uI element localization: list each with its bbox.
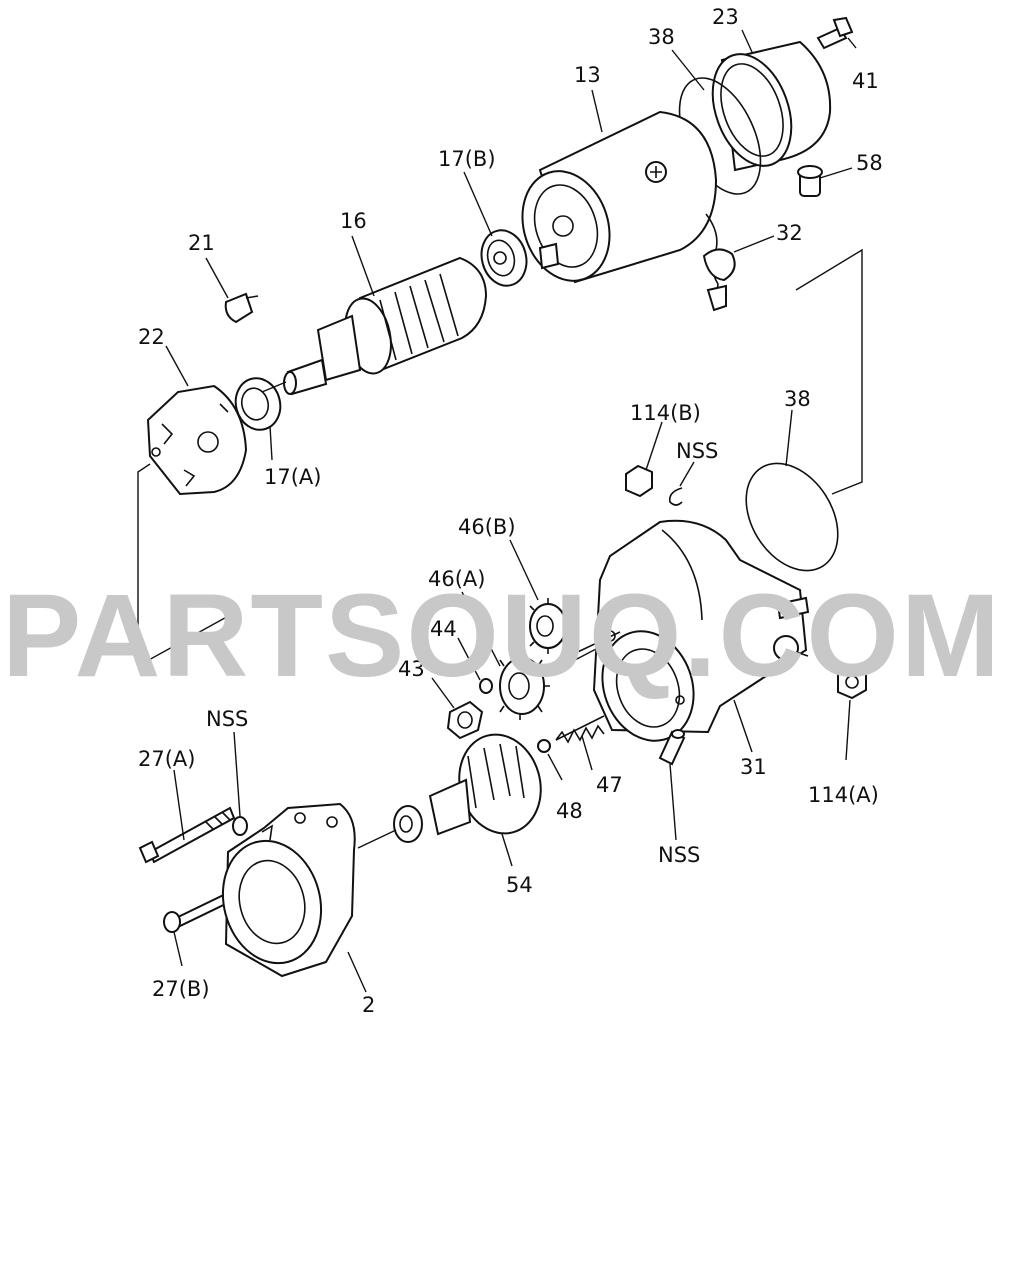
callout-41[interactable]: 41 bbox=[852, 69, 879, 93]
callout-46a[interactable]: 46(A) bbox=[428, 567, 485, 591]
part-47-spring[interactable] bbox=[555, 715, 605, 744]
callout-22[interactable]: 22 bbox=[138, 325, 165, 349]
part-21-brush-spring[interactable] bbox=[224, 292, 259, 324]
part-32-lead-wire[interactable] bbox=[702, 213, 736, 312]
part-54-clutch[interactable] bbox=[393, 725, 552, 843]
assembly-lines bbox=[137, 248, 863, 849]
part-48-ball[interactable] bbox=[537, 739, 551, 753]
part-23-end-cover[interactable] bbox=[698, 40, 832, 177]
part-44-ball[interactable] bbox=[479, 678, 493, 694]
callout-32[interactable]: 32 bbox=[776, 221, 803, 245]
part-22-brush-holder[interactable] bbox=[146, 384, 248, 496]
part-16-armature[interactable] bbox=[283, 256, 488, 396]
part-114a-nut[interactable] bbox=[837, 664, 867, 700]
callout-47[interactable]: 47 bbox=[596, 773, 623, 797]
callout-58[interactable]: 58 bbox=[856, 151, 883, 175]
part-43-retainer[interactable] bbox=[446, 700, 484, 740]
callout-44[interactable]: 44 bbox=[430, 617, 457, 641]
callout-31[interactable]: 31 bbox=[740, 755, 767, 779]
part-114b-nut[interactable] bbox=[625, 464, 653, 498]
callout-21[interactable]: 21 bbox=[188, 231, 215, 255]
part-41-bolt[interactable] bbox=[816, 16, 854, 50]
part-13-yoke-housing[interactable] bbox=[509, 110, 718, 292]
callout-nss-washer[interactable]: NSS bbox=[206, 707, 248, 731]
callout-48[interactable]: 48 bbox=[556, 799, 583, 823]
callout-nss-pin[interactable]: NSS bbox=[658, 843, 700, 867]
callout-17b[interactable]: 17(B) bbox=[438, 147, 496, 171]
callout-38-top[interactable]: 38 bbox=[648, 25, 675, 49]
callout-27a[interactable]: 27(A) bbox=[138, 747, 195, 771]
part-17b-bearing[interactable] bbox=[476, 225, 533, 290]
part-46a-gear[interactable] bbox=[499, 631, 621, 720]
callout-27b[interactable]: 27(B) bbox=[152, 977, 210, 1001]
leader-lines bbox=[165, 29, 857, 993]
part-27a-long-bolt[interactable] bbox=[138, 806, 236, 864]
part-38-o-ring-bottom[interactable] bbox=[727, 447, 856, 588]
callout-16[interactable]: 16 bbox=[340, 209, 367, 233]
callout-nss-top[interactable]: NSS bbox=[676, 439, 718, 463]
callout-labels: 23 38 41 13 58 17(B) 32 16 21 22 17(A) 3… bbox=[138, 5, 883, 1017]
callout-114b[interactable]: 114(B) bbox=[630, 401, 701, 425]
part-31-gear-housing[interactable] bbox=[588, 519, 810, 754]
callout-2[interactable]: 2 bbox=[362, 993, 375, 1017]
part-nss-pin-lower[interactable] bbox=[658, 729, 686, 766]
callout-114a[interactable]: 114(A) bbox=[808, 783, 879, 807]
callout-38-bottom[interactable]: 38 bbox=[784, 387, 811, 411]
callout-43[interactable]: 43 bbox=[398, 657, 425, 681]
part-nss-clip-top[interactable] bbox=[668, 487, 683, 506]
callout-23[interactable]: 23 bbox=[712, 5, 739, 29]
callout-46b[interactable]: 46(B) bbox=[458, 515, 516, 539]
part-nss-washer[interactable] bbox=[232, 816, 248, 836]
watermark-text: PARTSOUQ.COM bbox=[2, 570, 1002, 702]
part-17a-bearing[interactable] bbox=[230, 373, 286, 435]
callout-54[interactable]: 54 bbox=[506, 873, 533, 897]
part-46b-gear[interactable] bbox=[529, 598, 572, 654]
part-58-grommet[interactable] bbox=[797, 165, 823, 197]
callout-13[interactable]: 13 bbox=[574, 63, 601, 87]
part-2-drive-housing[interactable] bbox=[210, 802, 356, 978]
callout-17a[interactable]: 17(A) bbox=[264, 465, 321, 489]
